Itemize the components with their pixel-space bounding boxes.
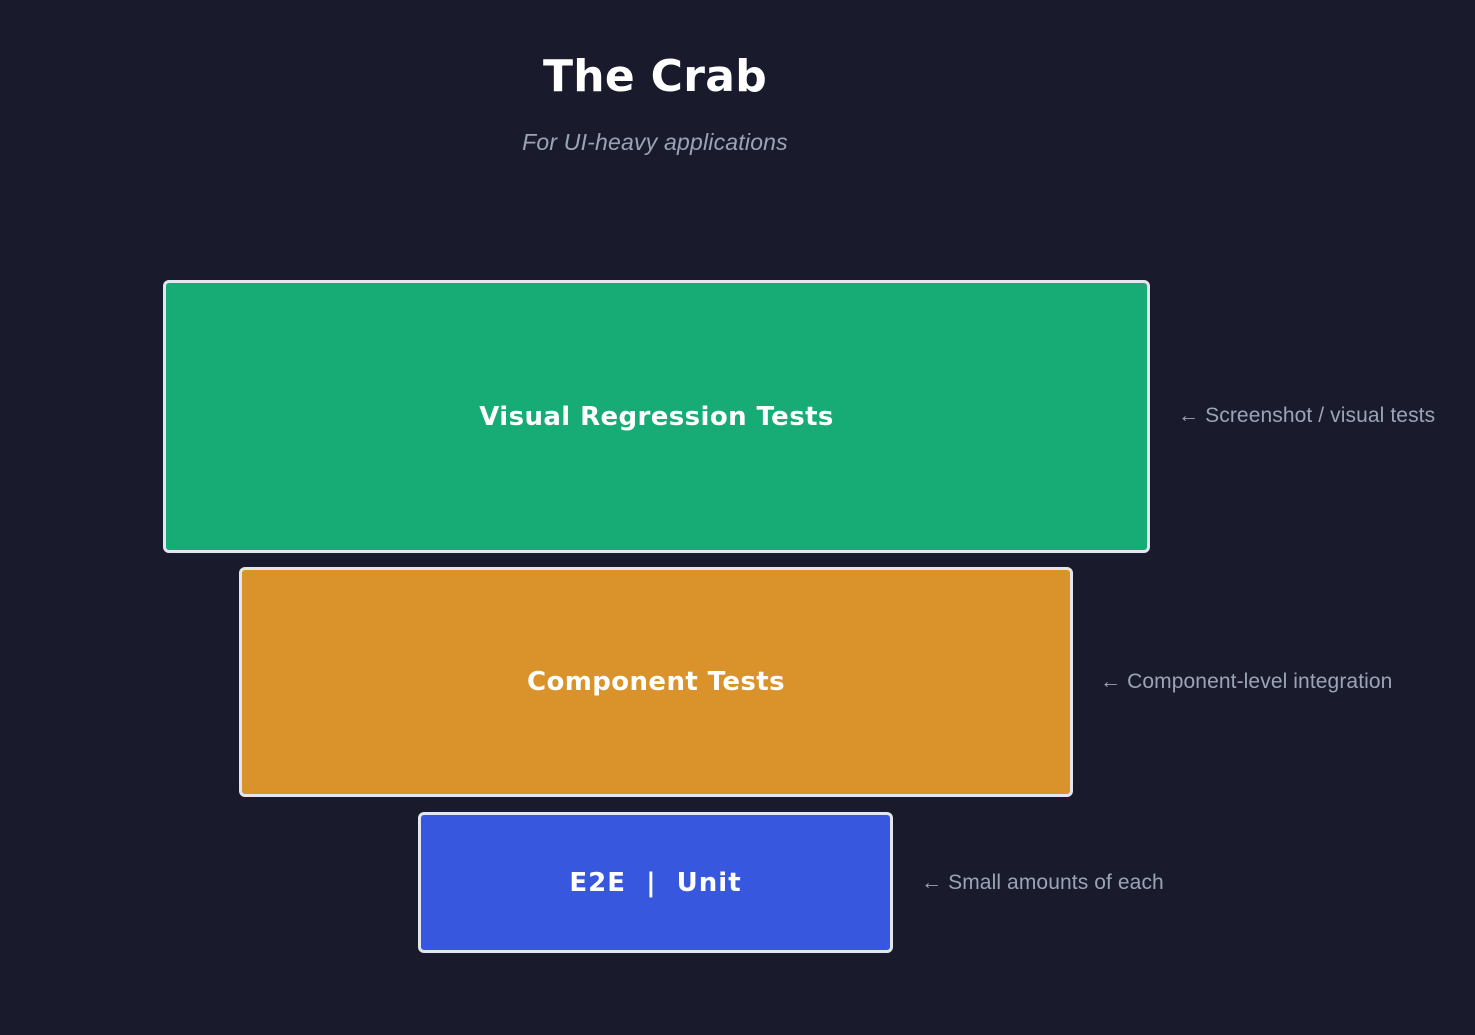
tier-label-component-tests: Component Tests [527, 667, 785, 697]
page-title: The Crab [542, 51, 768, 102]
annotation-visual-regression-tests: ←Screenshot / visual tests [1178, 404, 1435, 428]
header: The Crab For UI-heavy applications [0, 0, 1310, 156]
left-arrow-icon: ← [921, 871, 943, 894]
annotation-e2e-unit-tests: ←Small amounts of each [921, 871, 1164, 895]
page-subtitle: For UI-heavy applications [522, 128, 788, 155]
left-arrow-icon: ← [1100, 670, 1122, 693]
pyramid-tier-visual-regression-tests[interactable]: Visual Regression Tests [163, 280, 1150, 553]
tier-label-e2e-unit-tests: E2E | Unit [569, 867, 742, 898]
pyramid-tier-component-tests[interactable]: Component Tests [239, 567, 1073, 797]
pyramid-tier-e2e-unit-tests[interactable]: E2E | Unit [418, 812, 893, 953]
annotation-text-component-tests: Component-level integration [1127, 670, 1393, 693]
annotation-text-visual-regression-tests: Screenshot / visual tests [1205, 404, 1436, 427]
annotation-component-tests: ←Component-level integration [1100, 670, 1392, 694]
annotation-text-e2e-unit-tests: Small amounts of each [948, 871, 1164, 894]
left-arrow-icon: ← [1178, 404, 1200, 427]
tier-label-visual-regression-tests: Visual Regression Tests [479, 401, 834, 432]
